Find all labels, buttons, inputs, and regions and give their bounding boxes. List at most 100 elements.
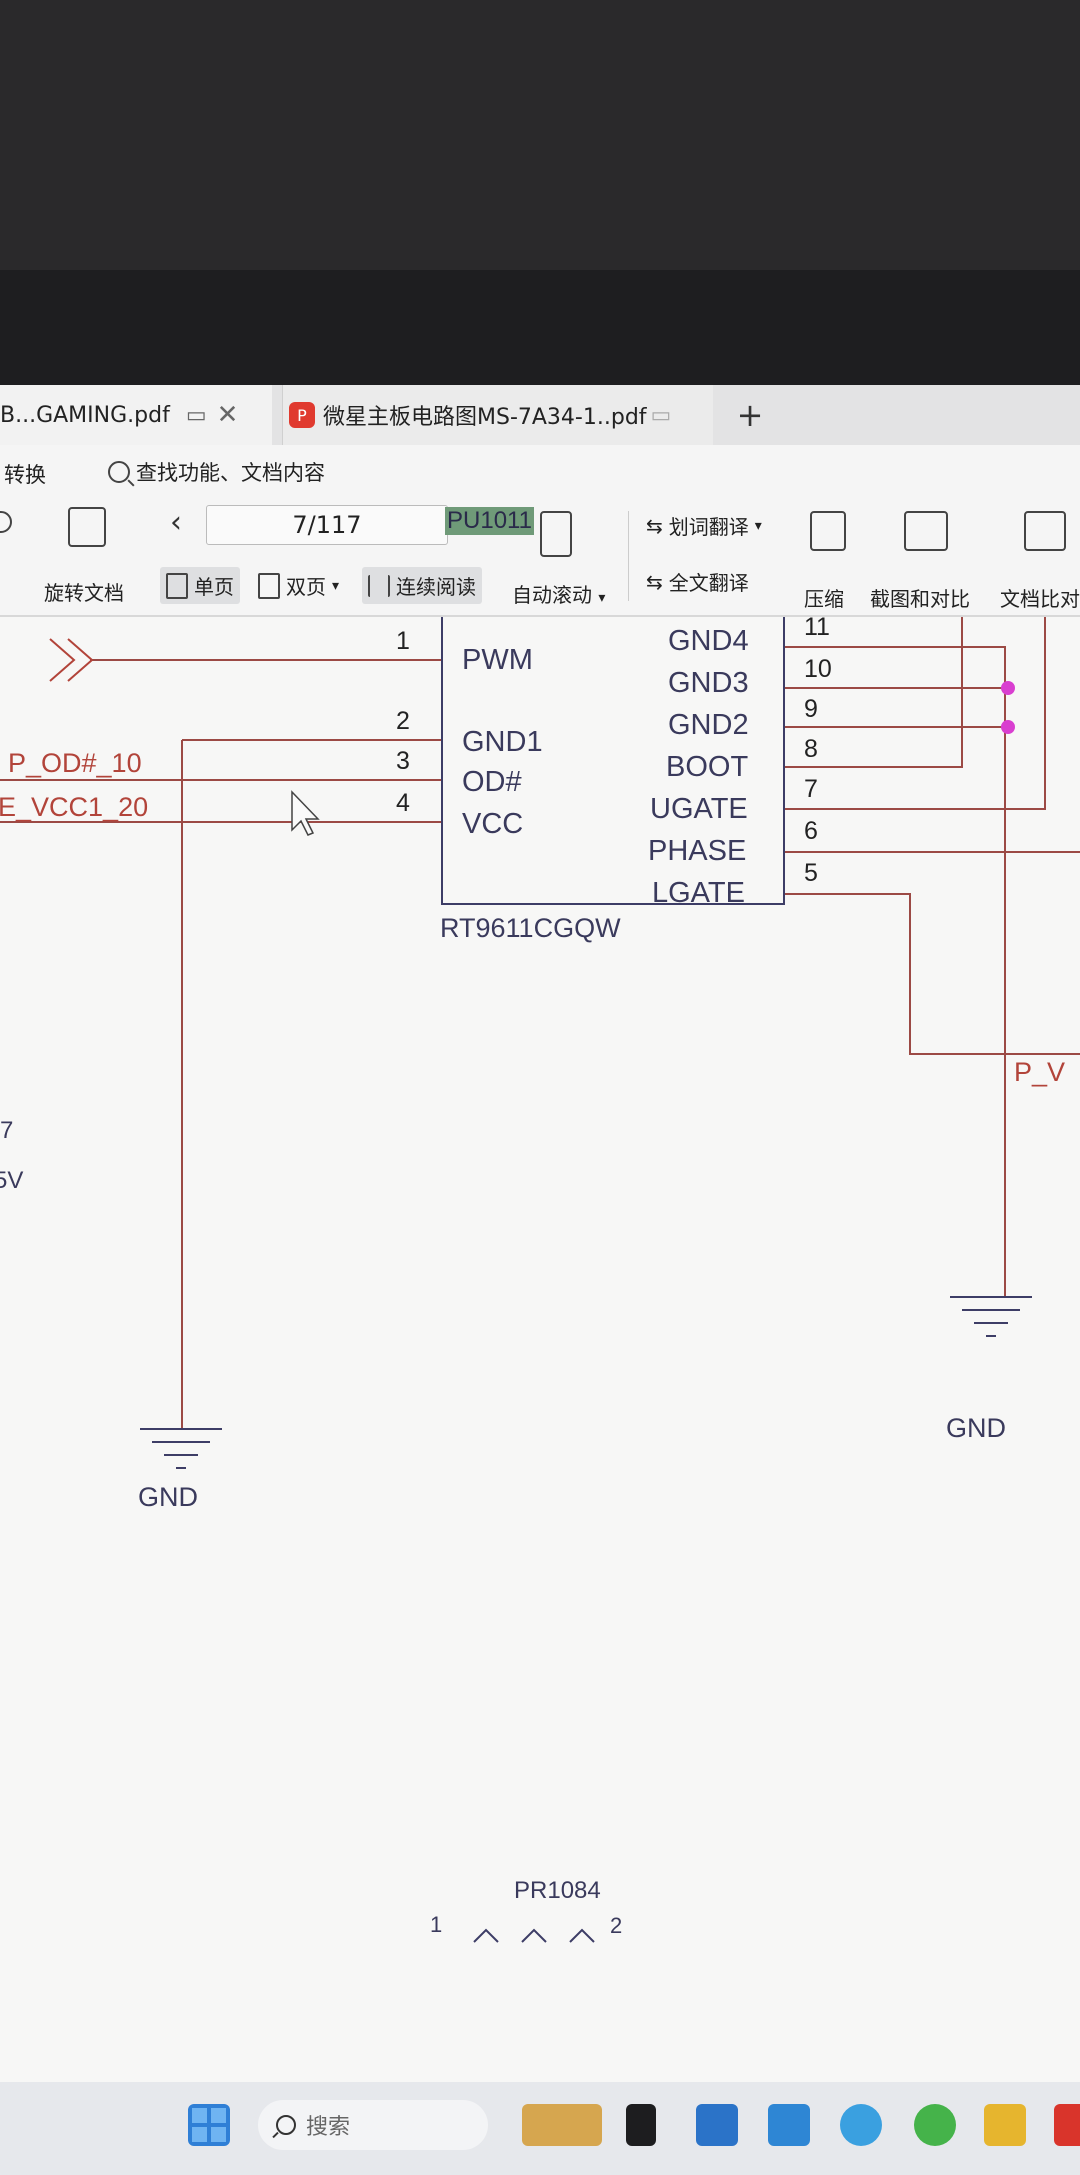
- double-page-label: 双页: [286, 575, 326, 599]
- app-icon[interactable]: [768, 2104, 810, 2146]
- windows-start-icon[interactable]: [188, 2104, 230, 2146]
- menu-row: 转换 查找功能、文档内容: [0, 445, 1080, 497]
- pin-number: 11: [804, 613, 830, 641]
- gnd-symbol-left: [140, 1428, 222, 1469]
- resistor-pin-2: 2: [610, 1913, 623, 1938]
- task-view-icon[interactable]: [626, 2104, 656, 2146]
- continuous-reading-icon: [368, 574, 390, 597]
- taskbar-search-placeholder: 搜索: [306, 2115, 351, 2140]
- toolbar: 旋转文档 ‹ 7/117 › 单页 双页 ▾ 连续阅读 自动滚动 ▾ ⇆ 划词翻…: [0, 497, 1080, 617]
- continuous-reading-label: 连续阅读: [396, 575, 476, 599]
- monitor-background: [0, 0, 1080, 270]
- widgets-icon[interactable]: [522, 2104, 602, 2146]
- document-compare-icon[interactable]: [1024, 511, 1066, 551]
- pin-name: VCC: [462, 808, 524, 840]
- auto-scroll-label: 自动滚动: [512, 583, 592, 607]
- file-explorer-icon[interactable]: [984, 2104, 1026, 2146]
- dropdown-arrow-icon: ▾: [598, 590, 606, 606]
- side-text: 7: [0, 1117, 14, 1144]
- tab-bar: B...GAMING.pdf ▭ ✕ P 微星主板电路图MS-7A34-1..p…: [0, 385, 1080, 446]
- pin-name: GND1: [462, 726, 543, 758]
- junction-dot: [1001, 720, 1015, 734]
- screenshot-compare-button[interactable]: 截图和对比: [870, 587, 970, 611]
- junction-dot: [1001, 681, 1015, 695]
- auto-scroll-button[interactable]: 自动滚动 ▾: [512, 579, 605, 608]
- pin-number: 8: [804, 735, 818, 763]
- resistor-pin-1: 1: [430, 1912, 443, 1937]
- translate-icon: ⇆: [646, 513, 663, 538]
- pin-number: 10: [804, 655, 832, 683]
- tab-msi-schematic-pdf[interactable]: P 微星主板电路图MS-7A34-1..pdf ▭: [282, 385, 713, 445]
- search-label: 查找功能、文档内容: [136, 461, 325, 485]
- screen: B...GAMING.pdf ▭ ✕ P 微星主板电路图MS-7A34-1..p…: [0, 385, 1080, 2175]
- wire-boot: [785, 617, 963, 768]
- full-translate-button[interactable]: ⇆ 全文翻译: [646, 567, 749, 596]
- pin-name: UGATE: [650, 793, 748, 825]
- compress-icon[interactable]: [810, 511, 846, 551]
- dropdown-arrow-icon: ▾: [332, 577, 340, 594]
- double-page-icon: [258, 572, 280, 599]
- net-label-od: P_OD#_10: [8, 748, 142, 778]
- schematic-wires: [0, 617, 1080, 1943]
- pin-name: PHASE: [648, 835, 747, 867]
- prev-page-arrow-icon[interactable]: ‹: [170, 505, 182, 540]
- pin-icon[interactable]: ▭: [185, 402, 207, 428]
- pdf-icon: P: [289, 402, 315, 428]
- off-page-connector: [49, 638, 94, 682]
- pin-number: 4: [396, 789, 410, 817]
- store-icon[interactable]: [696, 2104, 738, 2146]
- close-icon[interactable]: ✕: [216, 400, 239, 430]
- screenshot-compare-icon[interactable]: [904, 511, 948, 551]
- document-page[interactable]: PU1011 1 PWM 2 GND1 3 OD# 4 VCC 11 GND4 …: [0, 507, 1080, 2082]
- net-label-vcc: E_VCC1_20: [0, 792, 149, 822]
- continuous-reading-button[interactable]: 连续阅读: [362, 567, 482, 604]
- tab-label: B...GAMING.pdf: [0, 402, 170, 428]
- new-tab-plus-icon[interactable]: +: [736, 396, 764, 434]
- mouse-cursor-icon: [291, 790, 320, 836]
- single-page-button[interactable]: 单页: [160, 567, 240, 604]
- search-function[interactable]: 查找功能、文档内容: [108, 457, 325, 487]
- pin-name: PWM: [462, 644, 533, 676]
- resistor-chevrons: [473, 1928, 595, 1943]
- pin-name: GND4: [668, 625, 749, 657]
- pin-number: 7: [804, 775, 818, 803]
- pin-number: 1: [396, 627, 410, 655]
- double-page-button[interactable]: 双页 ▾: [258, 571, 339, 600]
- part-number: RT9611CGQW: [440, 913, 621, 943]
- component-ref: PU1011: [445, 507, 534, 535]
- compress-button[interactable]: 压缩: [804, 587, 844, 611]
- monitor-bezel: [0, 270, 1080, 385]
- single-page-icon: [166, 572, 188, 599]
- page-number-input[interactable]: 7/117: [206, 505, 448, 545]
- rotate-document-button[interactable]: 旋转文档: [44, 581, 124, 605]
- pin-number: 9: [804, 695, 818, 723]
- rotate-document-icon[interactable]: [68, 507, 106, 547]
- resistor-ref: PR1084: [514, 1877, 601, 1904]
- menu-convert[interactable]: 转换: [4, 463, 46, 487]
- zoom-icon[interactable]: [0, 511, 20, 541]
- pin-number: 6: [804, 817, 818, 845]
- pdf-reader-icon[interactable]: [1054, 2104, 1080, 2146]
- gnd-symbol-right: [950, 1296, 1032, 1337]
- browser-icon[interactable]: [914, 2104, 956, 2146]
- net-label-right: P_V: [1014, 1057, 1066, 1087]
- translate-icon: ⇆: [646, 569, 663, 594]
- pin-name: BOOT: [666, 751, 749, 783]
- dropdown-arrow-icon: ▾: [754, 517, 762, 534]
- full-translate-label: 全文翻译: [668, 571, 749, 595]
- pin-number: 5: [804, 859, 818, 887]
- wire-lgate: [785, 893, 1080, 1055]
- side-text: 5V: [0, 1167, 24, 1194]
- wire-gnd4: [785, 646, 1006, 1297]
- auto-scroll-icon[interactable]: [540, 511, 572, 557]
- tab-gaming-pdf[interactable]: B...GAMING.pdf ▭ ✕: [0, 385, 272, 445]
- pin-icon[interactable]: ▭: [650, 402, 672, 428]
- taskbar-search[interactable]: 搜索: [258, 2100, 488, 2150]
- edge-browser-icon[interactable]: [840, 2104, 882, 2146]
- search-icon: [276, 2115, 296, 2135]
- pin-name: OD#: [462, 766, 522, 798]
- word-translate-button[interactable]: ⇆ 划词翻译 ▾: [646, 511, 762, 540]
- document-compare-button[interactable]: 文档比对: [1000, 587, 1080, 611]
- wire-gnd1: [181, 739, 442, 1429]
- chip-outline: [441, 617, 785, 905]
